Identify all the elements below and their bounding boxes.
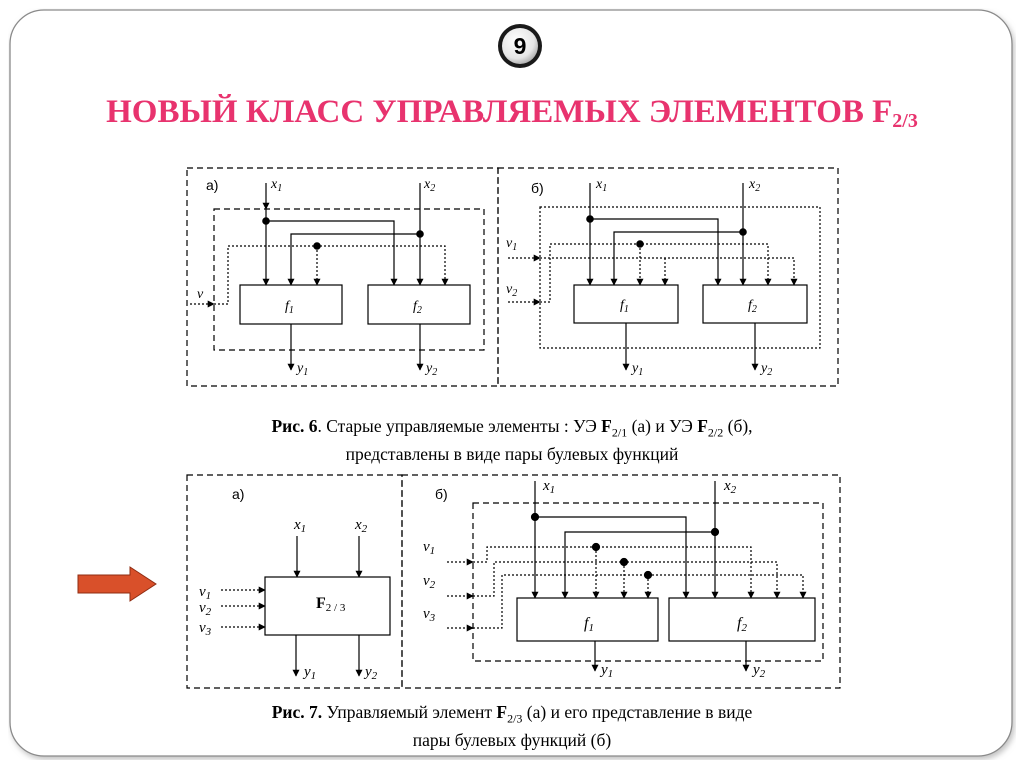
svg-text:f2: f2 (737, 615, 747, 634)
slide-number-badge: 9 (498, 24, 542, 68)
svg-text:v1: v1 (423, 539, 435, 557)
svg-text:f1: f1 (620, 298, 629, 315)
svg-text:x2: x2 (354, 517, 368, 535)
svg-text:x2: x2 (723, 478, 737, 496)
svg-text:f2: f2 (413, 299, 422, 316)
figure-7 (186, 474, 841, 689)
svg-text:v2: v2 (199, 600, 212, 618)
figure-6 (186, 167, 839, 387)
svg-text:v1: v1 (199, 584, 211, 602)
svg-text:y1: y1 (630, 361, 643, 378)
svg-text:x2: x2 (423, 177, 435, 194)
svg-text:v2: v2 (423, 573, 436, 591)
slide-number: 9 (514, 33, 527, 59)
page-title: НОВЫЙ КЛАСС УПРАВЛЯЕМЫХ ЭЛЕМЕНТОВ F2/3 (106, 94, 918, 132)
svg-text:y1: y1 (302, 664, 316, 682)
svg-text:y2: y2 (751, 662, 766, 680)
fig6-panel-a (190, 183, 485, 371)
slide-frame (9, 9, 1013, 757)
svg-text:x2: x2 (748, 177, 760, 194)
fig6-panel-b (508, 183, 821, 371)
fig7-a-label: а) (232, 486, 244, 502)
svg-text:y1: y1 (599, 662, 613, 680)
svg-text:v: v (197, 287, 204, 302)
svg-text:x1: x1 (542, 478, 555, 496)
fig6-b-label: б) (531, 180, 544, 196)
svg-text:v3: v3 (199, 620, 212, 638)
svg-text:y2: y2 (424, 361, 437, 378)
svg-text:y1: y1 (295, 361, 308, 378)
fig7-panel-b (447, 481, 824, 672)
fig6-labels: а) x1 x2 v f1 f2 y1 y2 б) x1 x2 v1 v2 f1… (197, 177, 772, 378)
fig7-panel-a (221, 536, 391, 677)
figure-7-caption: Рис. 7. Управляемый элемент F2/3 (а) и е… (271, 702, 753, 750)
svg-text:x1: x1 (270, 177, 282, 194)
fig7-labels: а) x1 x2 v1 v2 v3 F2 / 3 y1 y2 б) x1 x2 … (199, 478, 766, 682)
pointer-arrow-icon (77, 566, 157, 602)
svg-text:v3: v3 (423, 606, 436, 624)
svg-text:y2: y2 (759, 361, 772, 378)
svg-text:v2: v2 (506, 282, 517, 299)
figure-6-caption: Рис. 6. Старые управляемые элементы : УЭ… (271, 416, 753, 464)
svg-text:y2: y2 (363, 664, 378, 682)
svg-text:F2 / 3: F2 / 3 (316, 595, 346, 614)
svg-text:x1: x1 (595, 177, 607, 194)
svg-text:f1: f1 (584, 615, 594, 634)
svg-text:x1: x1 (293, 517, 306, 535)
fig6-a-label: а) (206, 177, 218, 193)
svg-text:f1: f1 (285, 299, 294, 316)
svg-text:v1: v1 (506, 236, 517, 253)
fig7-b-label: б) (435, 486, 448, 502)
svg-text:f2: f2 (748, 298, 757, 315)
